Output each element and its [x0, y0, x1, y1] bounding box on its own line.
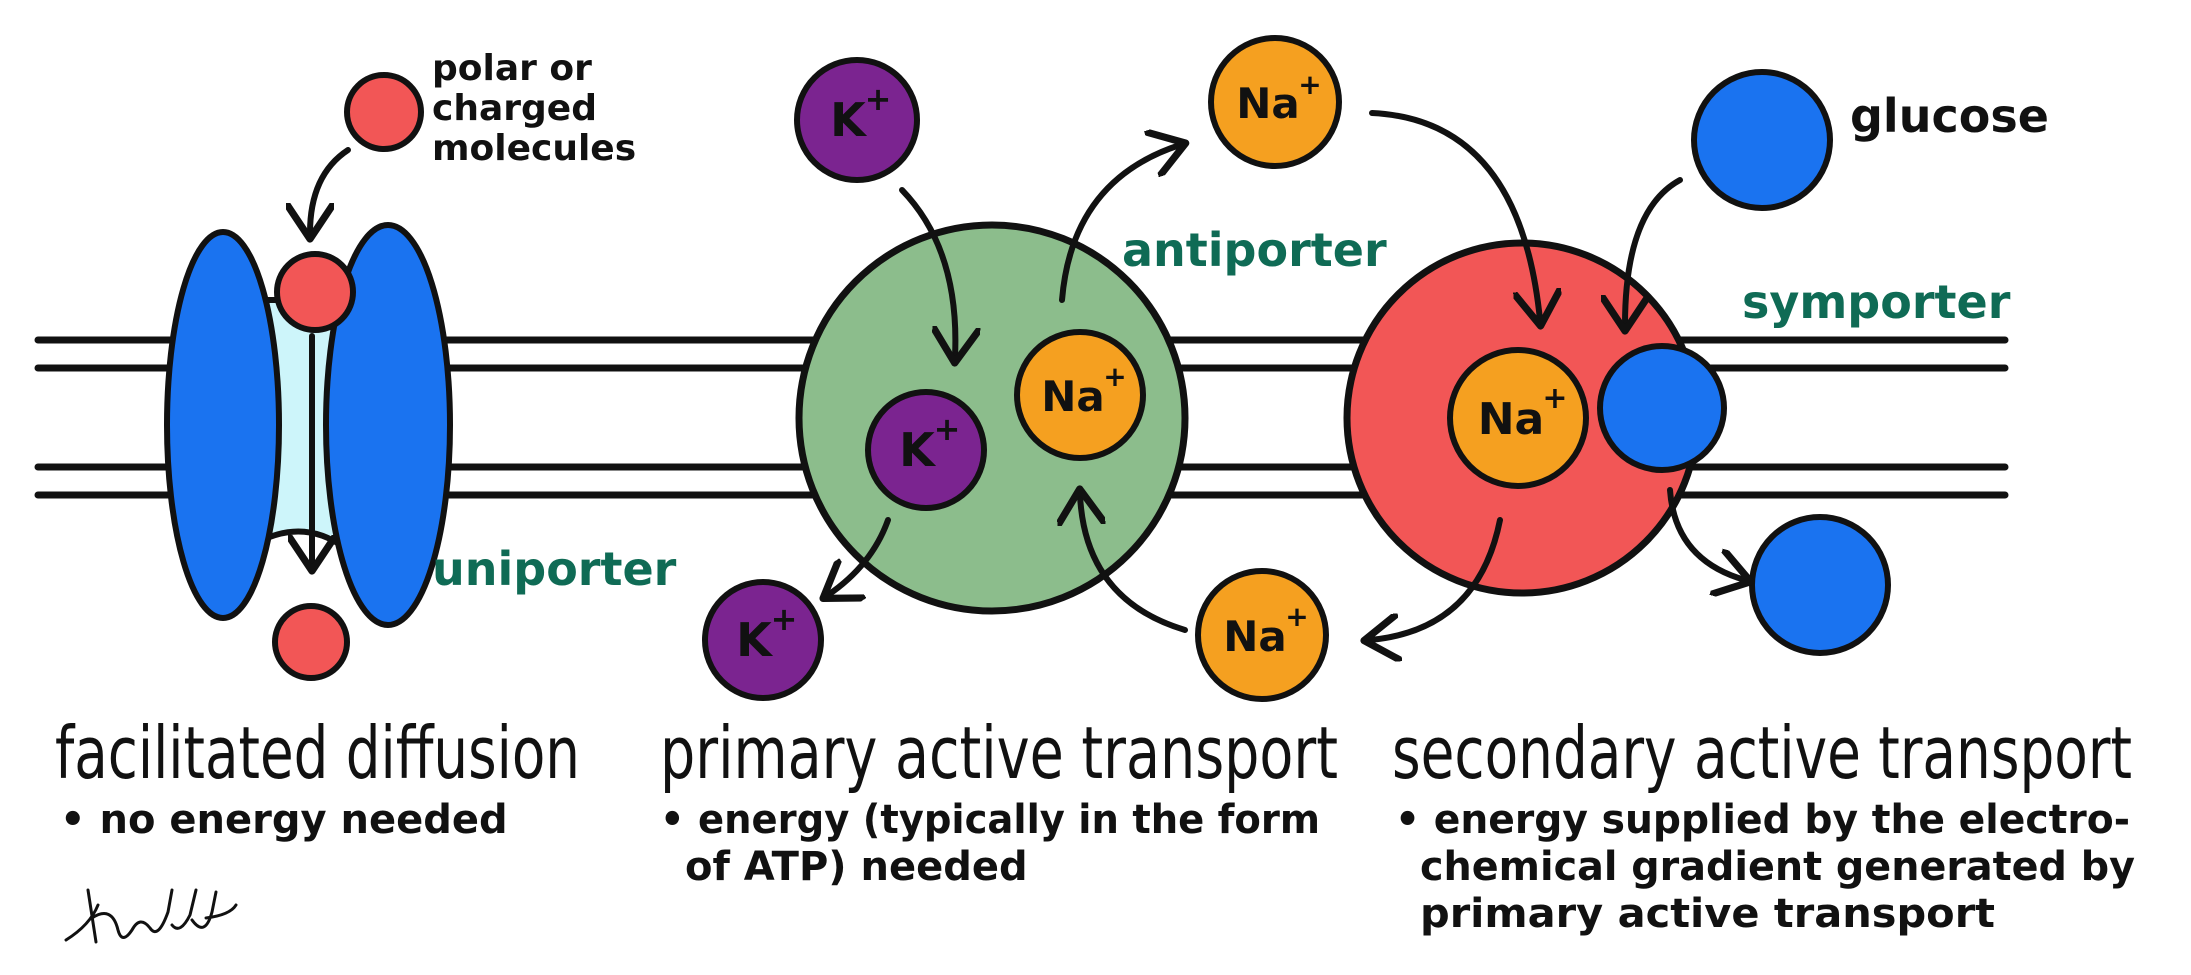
na-ion-in-symporter-label: Na: [1478, 394, 1545, 445]
k-ion-outside-charge: +: [865, 80, 892, 118]
na-ion-top-outside: Na +: [1208, 35, 1342, 169]
k-ion-outside: K +: [794, 57, 920, 183]
section-title-secondary-active-transport: secondary active transport: [1392, 711, 2132, 795]
na-ion-in-symporter-charge: +: [1542, 381, 1567, 416]
na-ion-in-pump-charge: +: [1103, 360, 1126, 393]
glucose-inside: [1749, 514, 1891, 656]
bullet-secondary-line3: primary active transport: [1420, 891, 1995, 937]
na-ion-top-outside-charge: +: [1298, 68, 1321, 101]
k-ion-outside-label: K: [830, 93, 868, 147]
bullet-primary-line1-text: energy (typically in the form: [698, 797, 1320, 843]
k-ion-inside-label: K: [736, 613, 774, 667]
na-ion-bottom-inside-charge: +: [1285, 600, 1308, 633]
na-ion-in-symporter-circle: [1447, 347, 1589, 489]
na-ion-in-pump-label: Na: [1041, 372, 1105, 421]
glucose-label: glucose: [1850, 89, 2049, 143]
signature-stroke: [64, 888, 238, 944]
uniporter-label: uniporter: [432, 542, 677, 596]
arrow-na-out-of-symporter: [1370, 517, 1503, 640]
arrow-na-into-symporter: [1369, 110, 1540, 320]
k-ion-in-pump-label: K: [899, 423, 937, 477]
k-ion-inside: K +: [702, 579, 824, 701]
k-ion-inside-charge: +: [771, 600, 798, 638]
bullet-secondary-line1: • energy supplied by the electro-: [1395, 797, 2130, 843]
channel-protein-left: [164, 229, 282, 621]
polar-molecules-label-line3: molecules: [432, 128, 636, 169]
bullet-secondary-line2: chemical gradient generated by: [1420, 844, 2135, 890]
channel-protein-right: [323, 222, 453, 628]
na-ion-bottom-inside-label: Na: [1223, 612, 1287, 661]
arrow-glucose-into-symporter: [1625, 177, 1683, 325]
bullet-secondary-line1-text: energy supplied by the electro-: [1434, 797, 2130, 843]
na-ion-in-symporter: Na +: [1447, 347, 1589, 489]
na-ion-in-pump: Na +: [1014, 329, 1146, 461]
bullet-facilitated-diffusion: • no energy needed: [60, 797, 508, 843]
polar-molecules-label-line1: polar or: [432, 48, 592, 89]
polar-molecule-outside: [344, 72, 424, 152]
section-title-primary-active-transport: primary active transport: [660, 711, 1338, 795]
k-ion-in-pump-charge: +: [934, 410, 961, 448]
bullet-primary-line2: of ATP) needed: [685, 844, 1028, 890]
na-ion-bottom-inside-circle: [1195, 568, 1329, 702]
k-ion-inside-circle: [702, 579, 824, 701]
bullet-facilitated-diffusion-text: no energy needed: [100, 797, 508, 843]
bullet-primary-line1: • energy (typically in the form: [660, 797, 1320, 843]
arrow-k-into-pump: [899, 187, 955, 357]
na-ion-bottom-inside: Na +: [1195, 568, 1329, 702]
arrow-to-channel: [310, 147, 351, 233]
section-title-facilitated-diffusion: facilitated diffusion: [55, 711, 580, 795]
arrow-na-out-of-pump: [1059, 145, 1180, 303]
na-ion-top-outside-circle: [1208, 35, 1342, 169]
antiporter-label: antiporter: [1122, 223, 1387, 277]
arrow-na-into-pump: [1080, 495, 1188, 633]
arrow-k-out-of-pump: [828, 517, 891, 595]
k-ion-in-pump-circle: [865, 389, 987, 511]
na-ion-top-outside-label: Na: [1236, 79, 1300, 128]
arrow-glucose-out-of-symporter: [1667, 487, 1745, 580]
artist-signature: [64, 888, 238, 944]
polar-molecule-in-channel: [274, 251, 356, 333]
k-ion-outside-circle: [794, 57, 920, 183]
na-ion-in-pump-circle: [1014, 329, 1146, 461]
polar-molecule-inside: [272, 603, 350, 681]
k-ion-in-pump: K +: [865, 389, 987, 511]
uniporter-channel: [164, 222, 453, 628]
glucose-outside: [1691, 69, 1833, 211]
polar-molecules-label-line2: charged: [432, 88, 597, 129]
symporter-label: symporter: [1742, 275, 2011, 329]
glucose-in-symporter: [1597, 343, 1727, 473]
